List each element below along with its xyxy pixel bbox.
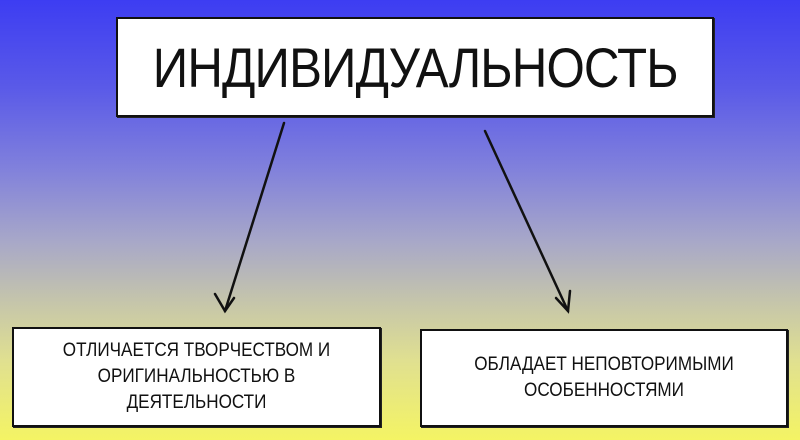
child-text: ОТЛИЧАЕТСЯ ТВОРЧЕСТВОМ И ОРИГИНАЛЬНОСТЬЮ…: [62, 340, 331, 413]
child-text: ОБЛАДАЕТ НЕПОВТОРИМЫМИ ОСОБЕННОСТЯМИ: [474, 354, 734, 401]
child-box-creativity: ОТЛИЧАЕТСЯ ТВОРЧЕСТВОМ И ОРИГИНАЛЬНОСТЬЮ…: [12, 327, 381, 427]
arrow-right: [483, 129, 572, 314]
arrow-left: [213, 121, 286, 314]
child-box-uniqueness: ОБЛАДАЕТ НЕПОВТОРИМЫМИ ОСОБЕННОСТЯМИ: [420, 329, 788, 427]
main-concept-title: ИНДИВИДУАЛЬНОСТЬ: [152, 35, 679, 99]
main-concept-box: ИНДИВИДУАЛЬНОСТЬ: [116, 17, 714, 117]
